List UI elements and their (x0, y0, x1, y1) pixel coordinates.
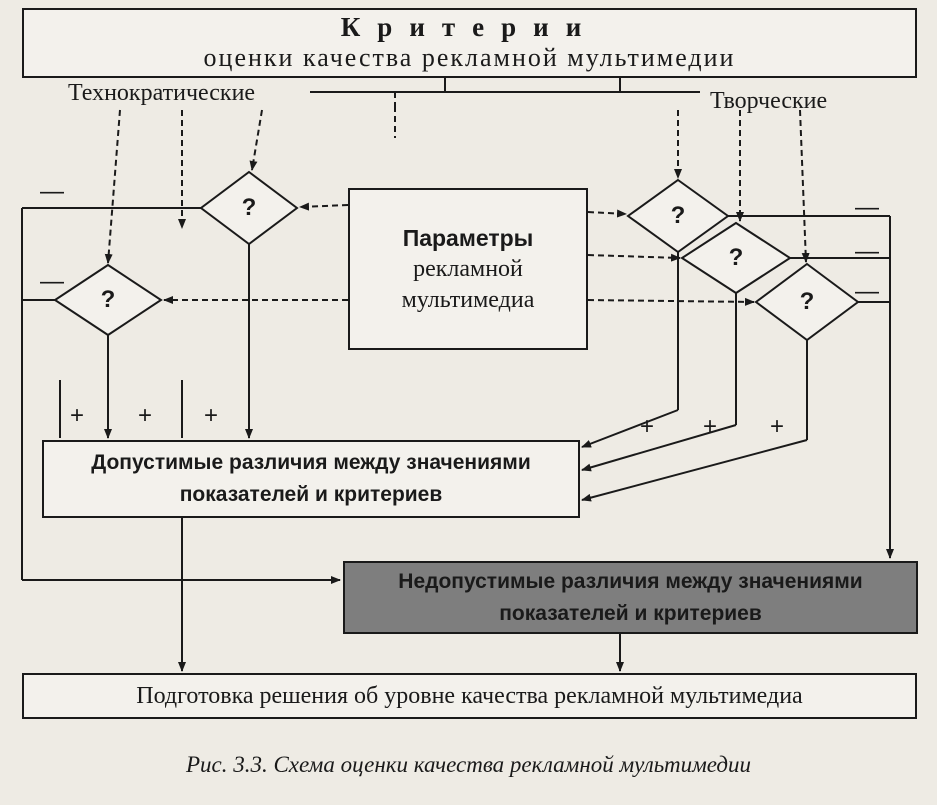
allowed-line-2: показателей и критериев (179, 483, 443, 506)
figure-caption: Рис. 3.3. Схема оценки качества рекламно… (185, 752, 752, 777)
decision-mark: ? (241, 194, 257, 221)
group-label-creative: Творческие (710, 88, 828, 114)
title-line-1: Критерии (340, 12, 599, 42)
group-label-technocratic: Технократические (68, 80, 256, 106)
parameters-line-3: мультимедиа (401, 286, 535, 313)
unacceptable-line-2: показателей и критериев (499, 601, 762, 625)
minus-sign: — (855, 238, 879, 265)
parameters-line-1: Параметры (402, 224, 534, 251)
title-line-2: оценки качества рекламной мультимедии (203, 43, 736, 72)
allowed-differences-box: Допустимые различия между значениями пок… (42, 440, 580, 518)
criteria-title-box: Критерии оценки качества рекламной мульт… (22, 8, 917, 78)
unacceptable-line-1: Недопустимые различия между значениями (398, 569, 863, 593)
minus-sign: — (40, 178, 64, 205)
decision-mark: ? (670, 202, 686, 229)
plus-sign: + (703, 413, 718, 440)
unacceptable-differences-box: Недопустимые различия между значениями п… (343, 561, 918, 634)
plus-sign: + (138, 402, 153, 429)
plus-sign: + (770, 413, 785, 440)
allowed-line-1: Допустимые различия между значениями (91, 451, 531, 474)
minus-sign: — (40, 268, 64, 295)
decision-mark: ? (799, 288, 815, 315)
plus-sign: + (640, 413, 655, 440)
minus-sign: — (855, 278, 879, 305)
parameters-box: Параметры рекламной мультимедиа (348, 188, 588, 350)
decision-preparation-text: Подготовка решения об уровне качества ре… (136, 682, 803, 709)
plus-sign: + (70, 402, 85, 429)
decision-mark: ? (100, 286, 116, 313)
decision-mark: ? (728, 244, 744, 271)
plus-sign: + (204, 402, 219, 429)
parameters-line-2: рекламной (413, 255, 523, 282)
decision-preparation-box: Подготовка решения об уровне качества ре… (22, 673, 917, 719)
minus-sign: — (855, 194, 879, 221)
